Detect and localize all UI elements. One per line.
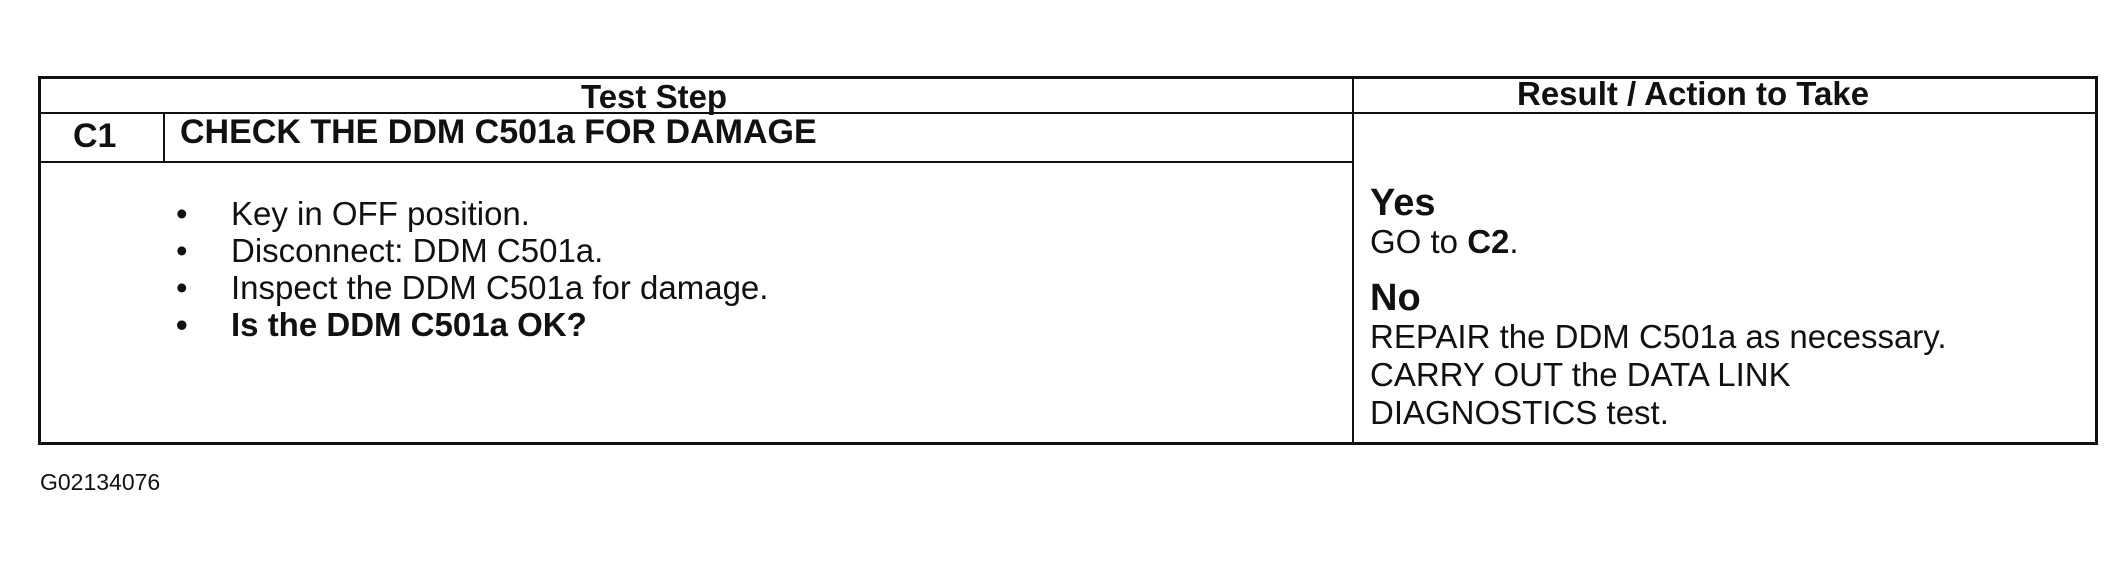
- test-step-header: Test Step: [581, 78, 728, 115]
- instruction-text: Key in OFF position.: [231, 195, 530, 232]
- column-divider: [1352, 79, 1354, 442]
- instruction-question: • Is the DDM C501a OK?: [176, 306, 768, 343]
- figure-id: G02134076: [40, 469, 161, 495]
- yes-action-target: C2: [1467, 223, 1510, 260]
- yes-label: Yes: [1370, 182, 1436, 224]
- yes-action: GO to C2.: [1370, 223, 1519, 261]
- diagnostic-test-table: Test Step Result / Action to Take C1 CHE…: [38, 76, 2098, 445]
- no-action-line: CARRY OUT the DATA LINK: [1370, 356, 1791, 393]
- no-action-line: REPAIR the DDM C501a as necessary.: [1370, 318, 1947, 355]
- instruction-item: • Disconnect: DDM C501a.: [176, 232, 768, 269]
- bullet-marker: •: [176, 195, 188, 232]
- instruction-text: Is the DDM C501a OK?: [231, 306, 587, 343]
- bullet-marker: •: [176, 306, 188, 343]
- instruction-item: • Inspect the DDM C501a for damage.: [176, 269, 768, 306]
- instruction-item: • Key in OFF position.: [176, 195, 768, 232]
- yes-action-prefix: GO to: [1370, 223, 1468, 260]
- instruction-text: Inspect the DDM C501a for damage.: [231, 269, 769, 306]
- result-action-header: Result / Action to Take: [1517, 75, 1870, 112]
- bullet-marker: •: [176, 269, 188, 306]
- step-title: CHECK THE DDM C501a FOR DAMAGE: [180, 113, 817, 151]
- step-title-divider: [41, 161, 1353, 163]
- no-action-line: DIAGNOSTICS test.: [1370, 394, 1669, 431]
- instruction-text: Disconnect: DDM C501a.: [231, 232, 604, 269]
- header-divider: [41, 112, 2095, 114]
- step-id-divider: [163, 114, 165, 162]
- yes-action-suffix: .: [1509, 223, 1519, 260]
- no-action: REPAIR the DDM C501a as necessary. CARRY…: [1370, 318, 1947, 432]
- bullet-marker: •: [176, 232, 188, 269]
- step-id: C1: [73, 117, 117, 155]
- step-instructions: • Key in OFF position. • Disconnect: DDM…: [176, 195, 768, 343]
- no-label: No: [1370, 277, 1421, 319]
